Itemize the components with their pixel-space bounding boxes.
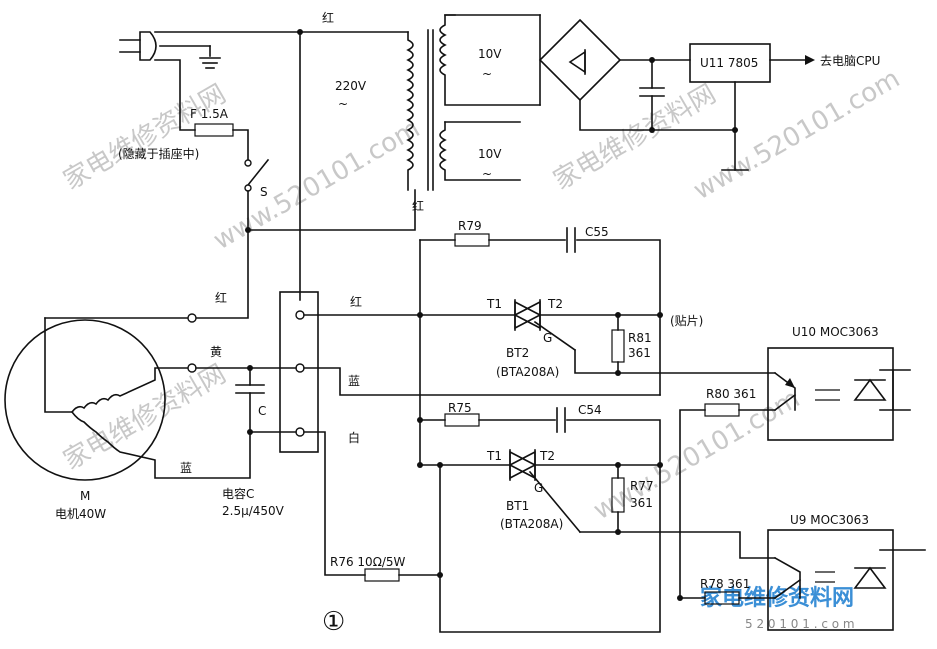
- watermark-site-2: www.520101.com: [589, 384, 806, 526]
- resistor-r81: [611, 329, 625, 363]
- label-fuse: F 1.5A: [190, 107, 229, 121]
- label-red-terminal: 红: [350, 294, 362, 309]
- label-regulator: U11 7805: [700, 56, 758, 70]
- label-u9: U9 MOC3063: [790, 513, 869, 527]
- label-fuse-note: (隐藏于插座中): [118, 146, 199, 161]
- label-t2-top: T2: [547, 297, 563, 311]
- label-sec1-tilde: ~: [482, 67, 492, 81]
- label-motor: 电机40W: [55, 507, 106, 521]
- label-c54: C54: [578, 403, 602, 417]
- label-g-top: G: [543, 331, 552, 345]
- label-r78: R78 361: [700, 577, 750, 591]
- label-r75: R75: [448, 401, 472, 415]
- label-yellow: 黄: [210, 345, 222, 359]
- label-smd: (贴片): [670, 314, 703, 328]
- switch-s: [246, 158, 270, 187]
- label-t2-bottom: T2: [539, 449, 555, 463]
- label-blue-terminal: 蓝: [348, 374, 360, 388]
- label-r79: R79: [458, 219, 482, 233]
- regulator-u11: [689, 43, 771, 83]
- label-t1-bottom: T1: [486, 449, 502, 463]
- transformer: [406, 14, 541, 191]
- label-sec1-voltage: 10V: [478, 47, 502, 61]
- watermark-site-1: www.520101.com: [209, 114, 426, 256]
- filter-capacitor: [639, 59, 665, 131]
- watermark-footer: 5 2 0 1 0 1 . c o m: [745, 617, 855, 631]
- triac-bt2: [419, 299, 661, 352]
- label-bt1: BT1: [506, 499, 529, 513]
- optocoupler-u10: [767, 347, 911, 441]
- label-sec2-tilde: ~: [482, 167, 492, 181]
- triac-bt1: [419, 449, 661, 534]
- label-to-cpu: 去电脑CPU: [820, 54, 880, 68]
- label-c55: C55: [585, 225, 609, 239]
- watermark-brand-blue: 家电维修资料网: [700, 585, 854, 611]
- label-red-motor: 红: [215, 290, 227, 305]
- label-sec2-voltage: 10V: [478, 147, 502, 161]
- label-switch: S: [260, 185, 268, 199]
- label-primary-voltage: 220V: [335, 79, 367, 93]
- label-red-transformer: 红: [412, 198, 424, 213]
- label-motor-m: M: [80, 489, 90, 503]
- bridge-rectifier: [538, 14, 691, 106]
- label-r77-value: 361: [630, 496, 653, 510]
- label-capacitor-value: 2.5μ/450V: [222, 504, 285, 518]
- label-cap-c: C: [258, 404, 266, 418]
- label-g-bottom: G: [534, 481, 543, 495]
- resistor-r79: [454, 233, 490, 247]
- label-bt1-part: (BTA208A): [500, 517, 563, 531]
- motor-m: [4, 317, 251, 481]
- watermark-brand-1: 家电维修资料网: [59, 79, 232, 196]
- label-capacitor: 电容C: [222, 486, 254, 501]
- run-capacitor: [235, 367, 265, 433]
- label-r76: R76 10Ω/5W: [330, 555, 406, 569]
- label-r81: R81: [628, 331, 652, 345]
- figure-number: ①: [322, 607, 345, 637]
- label-r80: R80 361: [706, 387, 756, 401]
- fuse: [194, 123, 234, 137]
- label-u10: U10 MOC3063: [792, 325, 879, 339]
- watermark-site-3: www.520101.com: [689, 64, 906, 206]
- label-blue-motor: 蓝: [180, 461, 192, 475]
- label-bt2-part: (BTA208A): [496, 365, 559, 379]
- resistor-r80: [704, 403, 740, 417]
- resistor-r76: [364, 568, 400, 582]
- label-r77: R77: [630, 479, 654, 493]
- label-red-top: 红: [322, 10, 334, 25]
- label-t1-top: T1: [486, 297, 502, 311]
- terminal-block: [279, 291, 319, 453]
- power-plug: [119, 31, 221, 69]
- watermark-brand-3: 家电维修资料网: [59, 359, 232, 476]
- optocoupler-u9: [767, 529, 926, 631]
- label-r81-value: 361: [628, 346, 651, 360]
- label-primary-tilde: ~: [338, 97, 348, 111]
- label-white: 白: [348, 430, 360, 445]
- resistor-r75: [444, 413, 480, 427]
- label-bt2: BT2: [506, 346, 529, 360]
